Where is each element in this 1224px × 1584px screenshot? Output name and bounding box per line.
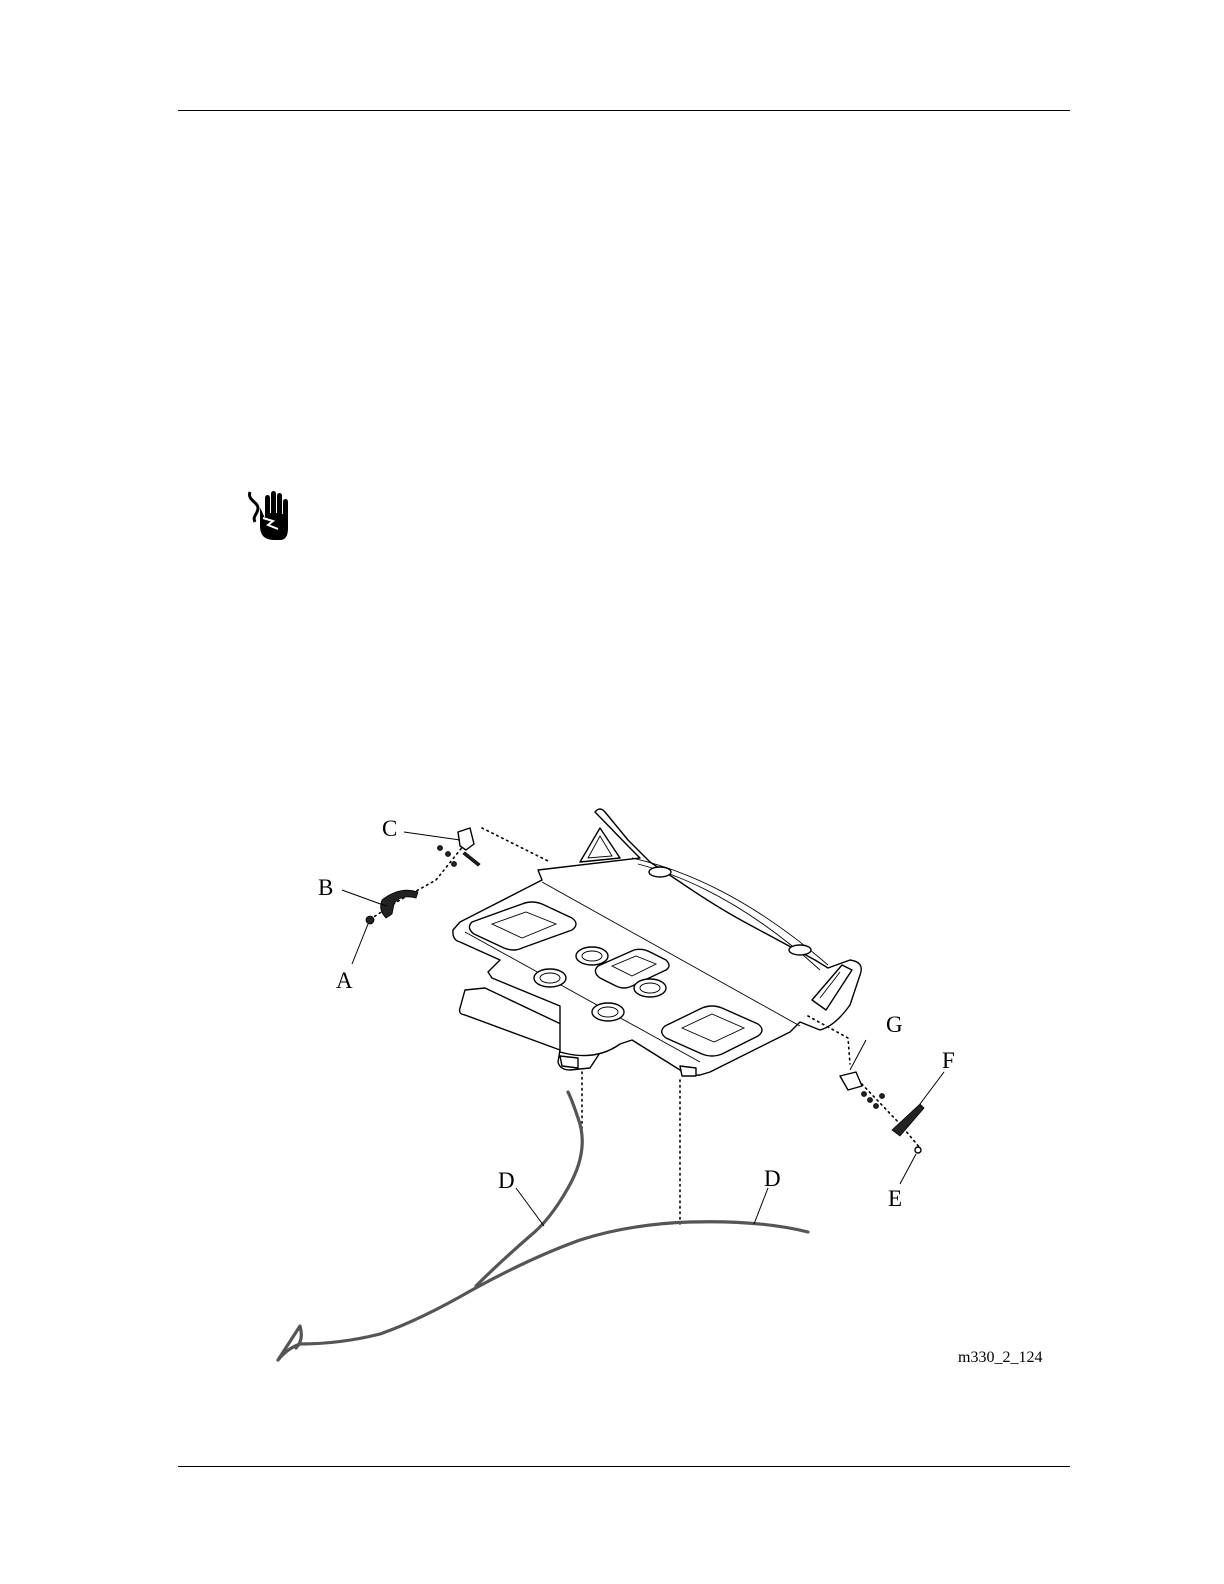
hardware-right — [808, 1016, 924, 1153]
leader-e — [900, 1154, 916, 1184]
callout-e: E — [888, 1186, 902, 1211]
callout-b: B — [318, 875, 333, 900]
callout-d-left: D — [498, 1168, 515, 1193]
figure-id: m330_2_124 — [958, 1349, 1042, 1366]
callout-a: A — [336, 968, 353, 993]
leader-c — [404, 832, 460, 840]
leader-g — [850, 1040, 866, 1070]
leader-f — [920, 1072, 944, 1104]
callout-f: F — [942, 1048, 955, 1073]
electric-shock-hazard-icon — [246, 488, 292, 542]
leader-d-right — [754, 1188, 768, 1224]
base-plate — [453, 809, 861, 1076]
footer-rule — [178, 1466, 1070, 1467]
exploded-assembly-figure: C B A D D G F E m330_2_124 — [260, 800, 1080, 1380]
callout-c: C — [382, 816, 397, 841]
callout-g: G — [886, 1012, 903, 1037]
leader-b — [342, 890, 386, 906]
cable-harness — [278, 1092, 808, 1360]
leader-a — [352, 924, 368, 964]
callout-d-right: D — [764, 1166, 781, 1191]
header-rule — [178, 110, 1070, 111]
leader-d-left — [516, 1188, 544, 1226]
